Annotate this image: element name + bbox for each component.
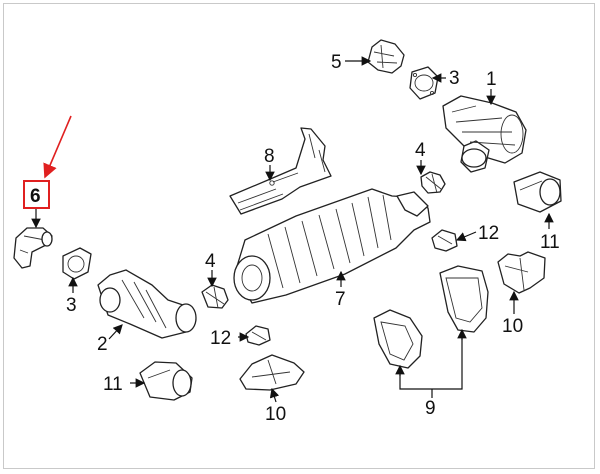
clamp-part-12-right bbox=[431, 229, 458, 252]
callout-3-top: 3 bbox=[449, 68, 460, 89]
gasket-part-3-top bbox=[409, 66, 439, 100]
callout-2: 2 bbox=[97, 334, 108, 355]
leader-lines bbox=[31, 56, 554, 403]
callout-11-right: 11 bbox=[540, 232, 560, 253]
callout-6: 6 bbox=[30, 186, 41, 207]
clamp-part-4-right bbox=[420, 171, 446, 194]
exhaust-pipe-part-6 bbox=[13, 227, 53, 269]
outlet-bracket-part-10-right bbox=[497, 251, 546, 294]
tailpipe-tip-part-11-left bbox=[139, 361, 193, 401]
callout-10-left: 10 bbox=[265, 404, 286, 425]
callout-3-left: 3 bbox=[66, 295, 77, 316]
highlight-box bbox=[23, 180, 50, 209]
callout-12-right: 12 bbox=[478, 223, 499, 244]
heat-shield-bracket-part-5 bbox=[367, 39, 405, 74]
highlight-arrow bbox=[43, 115, 72, 179]
tailpipe-tip-part-11-right bbox=[513, 171, 562, 213]
callout-1: 1 bbox=[486, 69, 497, 90]
clamp-part-12-left bbox=[245, 325, 271, 346]
callout-7: 7 bbox=[335, 289, 346, 310]
catalytic-converter-part-2 bbox=[97, 269, 197, 339]
callout-8: 8 bbox=[264, 146, 275, 167]
callout-11-left: 11 bbox=[103, 374, 123, 395]
heat-shield-part-8 bbox=[229, 127, 332, 215]
gasket-part-3-left bbox=[62, 247, 92, 280]
callout-9: 9 bbox=[425, 398, 436, 419]
callout-10-right: 10 bbox=[502, 316, 523, 337]
muffler-part-7 bbox=[233, 188, 431, 304]
callout-labels: 1 2 3 3 4 4 5 6 7 8 9 10 10 11 11 12 12 bbox=[30, 52, 560, 425]
callout-4-left: 4 bbox=[205, 251, 216, 272]
callout-4-right: 4 bbox=[415, 140, 426, 161]
outlet-bracket-part-10-left bbox=[239, 354, 305, 391]
callout-12-left: 12 bbox=[210, 328, 231, 349]
catalytic-converter-part-1 bbox=[442, 95, 527, 173]
trim-panel-part-9 bbox=[373, 265, 489, 369]
clamp-part-4-left bbox=[201, 284, 229, 309]
callout-5: 5 bbox=[331, 52, 342, 73]
part-6-highlight bbox=[23, 115, 72, 209]
